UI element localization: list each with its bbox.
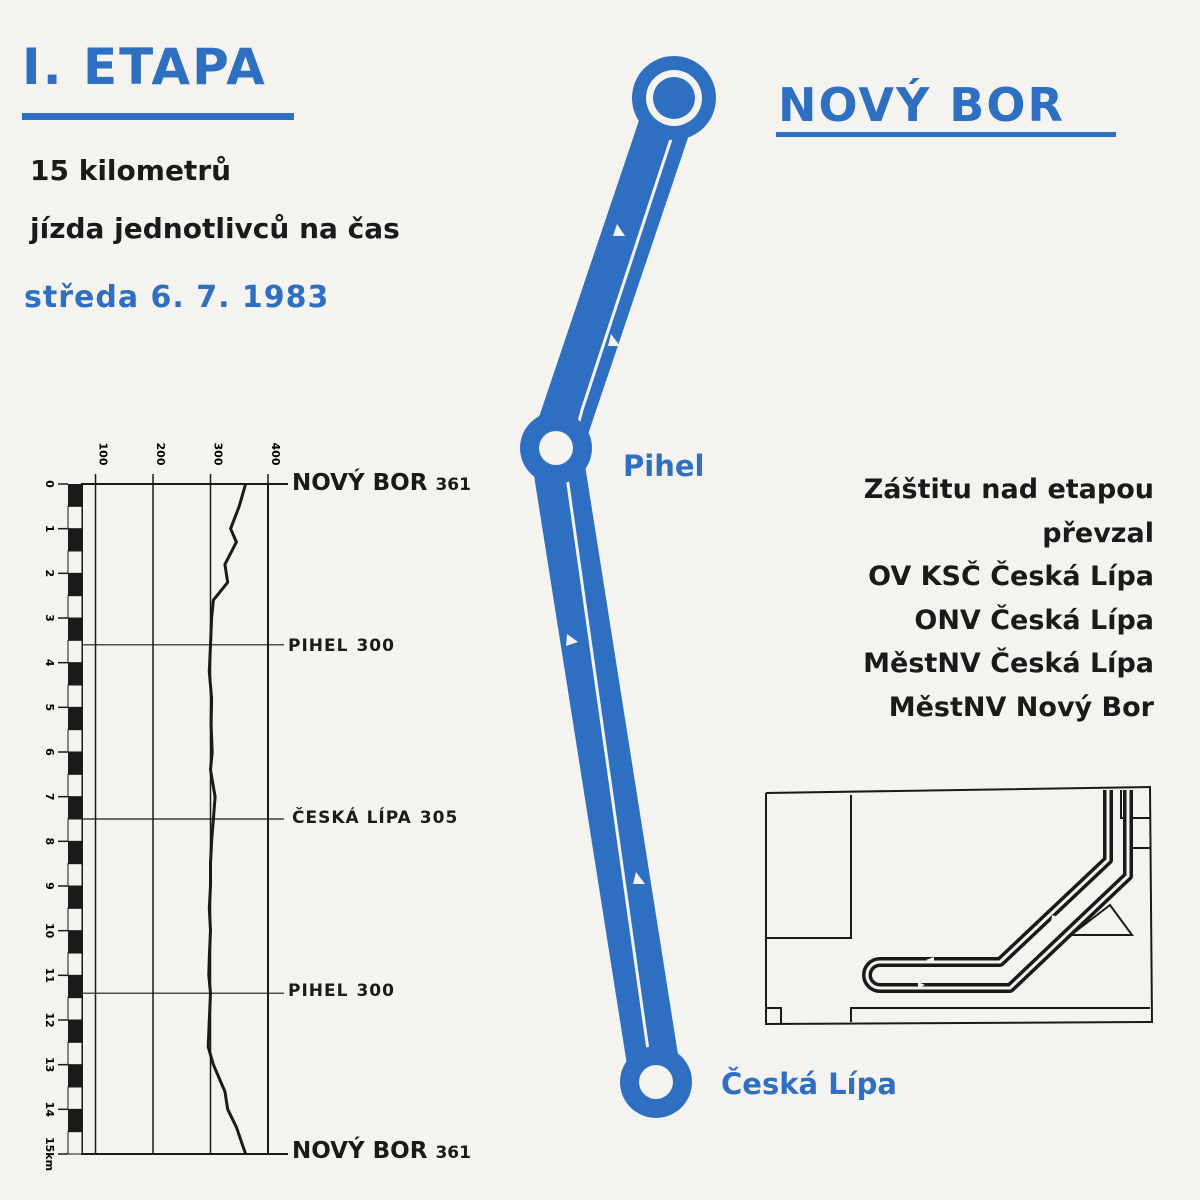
stage-date: středa 6. 7. 1983 <box>24 280 330 315</box>
km-scale-segment <box>67 997 83 1021</box>
km-scale-segment <box>68 528 82 551</box>
km-tick-label: 11 <box>43 968 56 983</box>
patronage-line: MěstNV Česká Lípa <box>863 648 1154 679</box>
km-scale-segment <box>67 863 83 887</box>
km-scale-segment <box>67 773 83 798</box>
route-start-marker <box>632 56 716 140</box>
km-scale-segment <box>68 930 82 953</box>
patronage-line: ONV Česká Lípa <box>914 604 1154 636</box>
km-scale-segment <box>68 975 82 998</box>
stage-title: I. ETAPA <box>22 38 267 96</box>
km-scale-segment <box>68 1109 82 1132</box>
km-scale-segment <box>68 573 82 596</box>
route-turn-marker-pihel <box>520 412 592 484</box>
km-scale-segment <box>68 886 82 909</box>
patronage-line: MěstNV Nový Bor <box>888 691 1154 723</box>
patronage-line: OV KSČ Česká Lípa <box>868 561 1154 592</box>
km-tick-label: 10 <box>43 923 56 939</box>
map-label-pihel: Pihel <box>623 449 705 483</box>
km-scale-segment <box>67 1086 83 1110</box>
stage-distance: 15 kilometrů <box>30 154 232 187</box>
stage-title-underline <box>22 113 294 120</box>
map-title: NOVÝ BOR <box>778 78 1065 132</box>
km-tick-label: 15km <box>43 1137 56 1171</box>
km-scale-segment <box>67 550 83 574</box>
km-scale-segment <box>68 1020 82 1043</box>
route-band <box>530 72 700 1108</box>
elevation-tick-label: 400 <box>269 443 282 466</box>
km-scale-segment <box>67 818 83 842</box>
km-tick-label: 13 <box>43 1057 56 1072</box>
map-title-underline <box>776 132 1116 137</box>
km-tick-label: 5 <box>43 704 56 712</box>
km-tick-label: 4 <box>43 659 56 667</box>
km-scale-segment <box>67 639 83 664</box>
stage-type: jízda jednotlivců na čas <box>30 212 400 245</box>
km-scale-segment <box>68 662 82 685</box>
km-tick-label: 12 <box>43 1012 56 1027</box>
km-scale-segment <box>67 505 83 530</box>
km-scale-segment <box>68 752 82 775</box>
km-tick-label: 6 <box>43 748 56 756</box>
km-scale-segment <box>68 484 82 507</box>
patronage-line: převzal <box>1042 517 1154 549</box>
km-tick-label: 14 <box>43 1102 56 1118</box>
map-label-ceska-lipa: Česká Lípa <box>721 1067 897 1101</box>
km-tick-label: 3 <box>43 614 56 622</box>
inset-direction-arrows <box>918 885 1058 988</box>
km-scale-segment <box>68 1064 82 1087</box>
route-turn-marker-ceska-lipa <box>620 1046 692 1118</box>
km-scale-segment <box>67 595 83 619</box>
patronage-block: Záštitu nad etapou převzal OV KSČ Česká … <box>794 468 1154 729</box>
km-scale-segment <box>68 841 82 864</box>
route-direction-arrows <box>566 224 645 884</box>
km-scale-segment <box>68 707 82 730</box>
finish-area-inset <box>765 785 1154 1026</box>
km-tick-label: 0 <box>43 480 56 488</box>
elevation-tick-label: 200 <box>154 443 167 466</box>
km-scale-segment <box>67 907 83 932</box>
km-scale-segment <box>68 796 82 819</box>
km-scale-segment <box>67 729 83 753</box>
elevation-tick-label: 100 <box>97 443 110 466</box>
km-tick-label: 7 <box>43 793 56 801</box>
km-scale-segment <box>68 618 82 641</box>
elevation-profile-line <box>206 483 248 1155</box>
km-tick-label: 1 <box>43 525 56 533</box>
km-tick-label: 2 <box>43 570 56 578</box>
km-scale-segment <box>67 1131 83 1155</box>
km-scale-segment <box>67 952 83 976</box>
km-tick-label: 9 <box>43 882 56 890</box>
km-scale-segment <box>67 1041 83 1066</box>
km-tick-label: 8 <box>43 838 56 846</box>
elevation-tick-label: 300 <box>212 443 225 466</box>
patronage-line: Záštitu nad etapou <box>863 474 1154 505</box>
km-scale-segment <box>67 684 83 708</box>
